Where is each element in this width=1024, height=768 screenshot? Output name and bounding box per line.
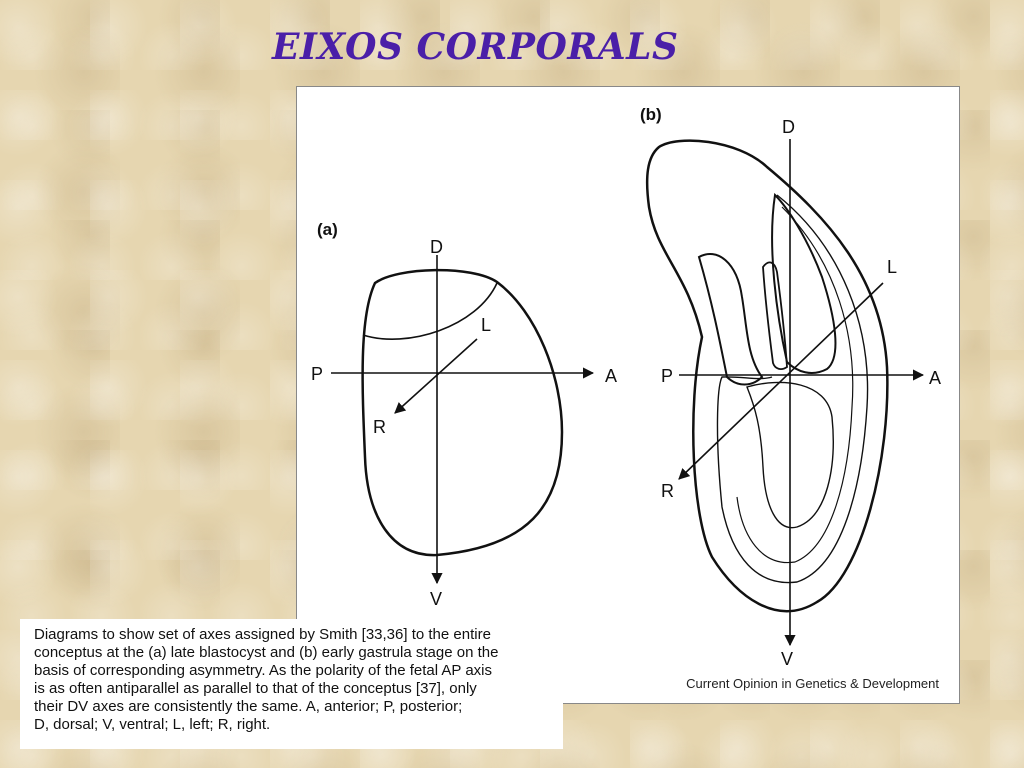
caption-line: basis of corresponding asymmetry. As the… (34, 662, 493, 679)
panel-b: (b) D V P A L R (640, 105, 941, 669)
blastocyst-outline (361, 268, 564, 557)
axis-label-p: P (311, 364, 323, 384)
axis-label-r: R (661, 481, 674, 501)
axis-label-d: D (430, 237, 443, 257)
axis-label-l: L (887, 257, 897, 277)
axis-label-r: R (373, 417, 386, 437)
axis-label-d: D (782, 117, 795, 137)
caption-line: their DV axes are consistently the same.… (34, 698, 463, 715)
caption-line: D, dorsal; V, ventral; L, left; R, right… (34, 716, 271, 733)
axis-label-p: P (661, 366, 673, 386)
axes-diagram: (a) D V P A L R (b) D V (311, 105, 941, 669)
axis-label-a: A (605, 366, 617, 386)
panel-a-label: (a) (317, 220, 338, 239)
panel-a: (a) D V P A L R (311, 220, 617, 609)
axis-label-v: V (781, 649, 793, 669)
figure-caption: Diagrams to show set of axes assigned by… (20, 619, 563, 749)
caption-line: conceptus at the (a) late blastocyst and… (34, 644, 499, 661)
axis-label-l: L (481, 315, 491, 335)
inner-cell-mass-boundary (362, 282, 498, 340)
caption-line: Diagrams to show set of axes assigned by… (34, 626, 491, 643)
embryonic-fold (771, 192, 837, 374)
yolk-sac-cavity (746, 381, 834, 529)
panel-b-label: (b) (640, 105, 662, 124)
lr-axis-b (678, 282, 884, 480)
axis-label-v: V (430, 589, 442, 609)
lr-axis-a (394, 338, 478, 414)
inner-membrane-layer (736, 206, 854, 564)
narrow-fold (762, 261, 788, 370)
amniotic-fold (697, 252, 764, 386)
gastrula-outline (645, 139, 889, 613)
axis-label-a: A (929, 368, 941, 388)
figure-panel: (a) D V P A L R (b) D V (296, 86, 960, 704)
slide-title: EIXOS CORPORALS (272, 26, 679, 68)
figure-credit: Current Opinion in Genetics & Developmen… (686, 676, 939, 691)
caption-line: is as often antiparallel as parallel to … (34, 680, 477, 697)
outer-membrane-layer (716, 194, 869, 584)
